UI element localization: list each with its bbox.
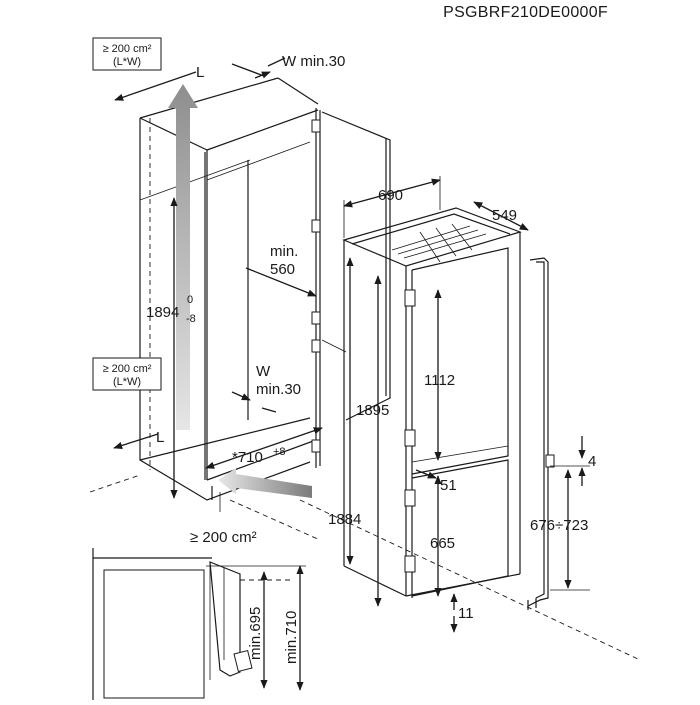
label-lower-door: 665: [430, 535, 455, 552]
vent-box-bottom: ≥ 200 cm² (L*W): [92, 357, 162, 391]
label-depth: 690: [378, 187, 403, 204]
top-vent-grid: [391, 223, 487, 263]
label-floor-vent: ≥ 200 cm²: [190, 529, 257, 546]
plinth-detail: [92, 548, 306, 700]
vent-bottom-area: ≥ 200 cm²: [103, 363, 152, 375]
label-niche-width: *710: [232, 449, 263, 466]
label-total-height: 1895: [356, 402, 389, 419]
label-niche-height-sup: 0: [187, 294, 193, 306]
appliance: [342, 207, 522, 598]
document-code: PSGBRF210DE0000F: [443, 4, 608, 21]
label-min695: min.695: [247, 607, 264, 660]
label-W-mid-line1: W: [256, 363, 271, 380]
vent-top-area: ≥ 200 cm²: [103, 43, 152, 55]
label-niche-height: 1894: [146, 304, 179, 321]
airflow-arrows: [168, 84, 312, 498]
appliance-dimensions: [343, 176, 529, 633]
label-W-mid-line2: min.30: [256, 381, 301, 398]
label-upper-door: 1112: [424, 372, 455, 389]
label-min710: min.710: [283, 611, 300, 664]
appliance-hinge-icons: [404, 289, 416, 573]
vent-box-top: ≥ 200 cm² (L*W): [92, 37, 162, 71]
label-width: 549: [492, 207, 517, 224]
label-L-bottom: L: [156, 429, 164, 446]
label-rail-range: 676÷723: [530, 517, 588, 534]
label-depth-line1: min.: [270, 243, 298, 260]
vent-top-formula: (L*W): [113, 56, 141, 68]
label-niche-width-sup: +8: [273, 446, 286, 458]
vent-bottom-formula: (L*W): [113, 376, 141, 388]
label-gap: 51: [440, 477, 457, 494]
door-rail: [527, 257, 590, 610]
label-L-top: L: [196, 64, 204, 81]
label-body-height: 1884: [328, 511, 361, 528]
label-bottom-gap: 11: [458, 605, 474, 622]
label-rail-gap: 4: [588, 453, 596, 470]
label-depth-line2: 560: [270, 261, 295, 278]
niche-dimensions: [113, 57, 323, 512]
label-W-top: W min.30: [282, 53, 345, 70]
label-niche-height-sub: -8: [186, 313, 196, 325]
